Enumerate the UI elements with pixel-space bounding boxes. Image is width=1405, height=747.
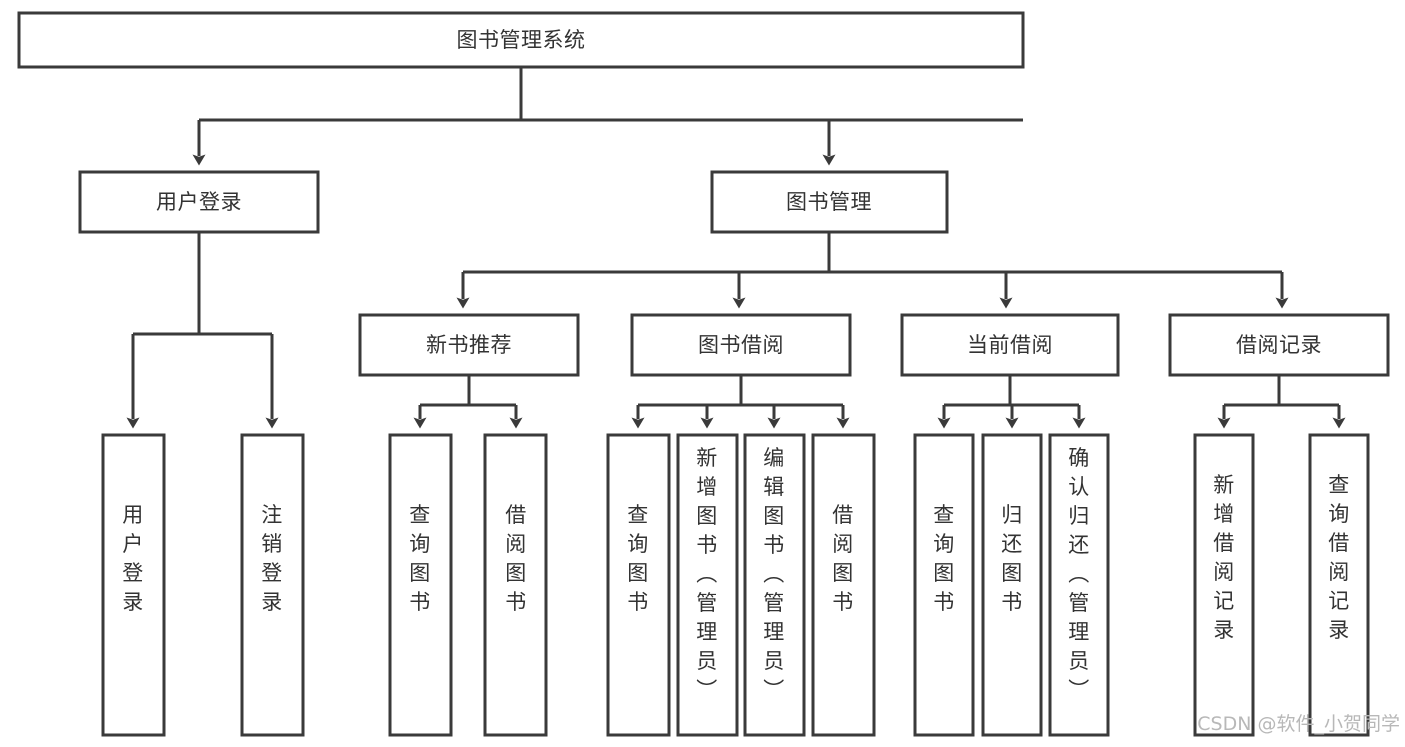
connector-root-to-level2 [192, 67, 1023, 166]
node-leaf-query-book-3-box[interactable] [913, 433, 975, 737]
node-leaf-edit-book-label: 编辑图书︵管理员︶ [763, 446, 785, 702]
node-leaf-edit-book[interactable]: 编辑图书︵管理员︶ [743, 433, 806, 737]
node-root-box[interactable] [17, 11, 1025, 69]
node-leaf-edit-book-box[interactable] [743, 433, 806, 737]
node-leaf-borrow-book-1-label: 借阅图书 [505, 503, 527, 614]
node-current-borrow-label: 当前借阅 [967, 333, 1053, 357]
connector-borrowrecord-to-leaves [1217, 375, 1346, 429]
node-root[interactable]: 图书管理系统 [17, 11, 1025, 69]
node-current-borrow-box[interactable] [900, 313, 1120, 377]
node-leaf-borrow-book-2-box[interactable] [811, 433, 876, 737]
node-leaf-confirm-return-box[interactable] [1048, 433, 1110, 737]
node-new-book-recommend[interactable]: 新书推荐 [358, 313, 580, 377]
node-book-borrow[interactable]: 图书借阅 [630, 313, 852, 377]
node-book-borrow-label: 图书借阅 [698, 333, 784, 357]
node-user-login-label: 用户登录 [156, 190, 242, 214]
connector-userlogin-to-leaves [126, 232, 279, 429]
node-leaf-add-record-label: 新增借阅记录 [1213, 473, 1235, 642]
node-leaf-add-book-box[interactable] [676, 433, 739, 737]
node-leaf-borrow-book-1[interactable]: 借阅图书 [483, 433, 548, 737]
node-leaf-query-book-1-box[interactable] [388, 433, 453, 737]
node-book-management[interactable]: 图书管理 [710, 170, 949, 234]
node-leaf-logout-label: 注销登录 [261, 503, 283, 614]
node-leaf-user-login[interactable]: 用户登录 [101, 433, 166, 737]
node-leaf-add-record-box[interactable] [1193, 433, 1255, 737]
node-new-book-recommend-box[interactable] [358, 313, 580, 377]
node-leaf-query-book-2-label: 查询图书 [627, 503, 649, 614]
node-borrow-record-label: 借阅记录 [1236, 333, 1322, 357]
node-book-management-label: 图书管理 [786, 190, 872, 214]
node-leaf-confirm-return-label: 确认归还︵管理员︶ [1068, 446, 1090, 702]
node-leaf-logout-box[interactable] [240, 433, 305, 737]
node-user-login[interactable]: 用户登录 [78, 170, 320, 234]
leaf-nodes-layer: 用户登录 注销登录 查询图书 借阅图书 查询图书 新增图书︵管理员︶ [101, 433, 1370, 737]
node-leaf-query-book-2-box[interactable] [606, 433, 671, 737]
node-leaf-user-login-box[interactable] [101, 433, 166, 737]
node-leaf-borrow-book-2[interactable]: 借阅图书 [811, 433, 876, 737]
node-leaf-user-login-label: 用户登录 [122, 503, 144, 614]
node-leaf-query-record-label: 查询借阅记录 [1328, 473, 1350, 642]
csdn-watermark: CSDN @软件_小贺同学 [1197, 713, 1400, 735]
node-leaf-confirm-return[interactable]: 确认归还︵管理员︶ [1048, 433, 1110, 737]
node-borrow-record[interactable]: 借阅记录 [1168, 313, 1390, 377]
node-book-borrow-box[interactable] [630, 313, 852, 377]
node-current-borrow[interactable]: 当前借阅 [900, 313, 1120, 377]
node-user-login-box[interactable] [78, 170, 320, 234]
connector-currentborrow-to-leaves [937, 375, 1086, 429]
node-borrow-record-box[interactable] [1168, 313, 1390, 377]
node-leaf-return-book[interactable]: 归还图书 [981, 433, 1043, 737]
node-leaf-logout[interactable]: 注销登录 [240, 433, 305, 737]
connector-bookborrow-to-leaves [631, 375, 850, 429]
node-leaf-query-record[interactable]: 查询借阅记录 [1308, 433, 1370, 737]
node-leaf-query-book-3[interactable]: 查询图书 [913, 433, 975, 737]
node-book-management-box[interactable] [710, 170, 949, 234]
node-leaf-add-record[interactable]: 新增借阅记录 [1193, 433, 1255, 737]
connector-bookmanagement-to-level3 [456, 232, 1289, 309]
node-leaf-borrow-book-2-label: 借阅图书 [832, 503, 854, 614]
node-leaf-return-book-label: 归还图书 [1001, 503, 1023, 614]
node-leaf-query-book-3-label: 查询图书 [933, 503, 955, 614]
node-new-book-recommend-label: 新书推荐 [426, 333, 512, 357]
node-leaf-return-book-box[interactable] [981, 433, 1043, 737]
node-leaf-add-book[interactable]: 新增图书︵管理员︶ [676, 433, 739, 737]
connectors-layer [126, 67, 1346, 429]
node-leaf-query-book-1-label: 查询图书 [409, 503, 431, 614]
node-leaf-query-book-2[interactable]: 查询图书 [606, 433, 671, 737]
node-root-label: 图书管理系统 [457, 28, 586, 52]
connector-newbook-to-leaves [413, 375, 523, 429]
node-leaf-add-book-label: 新增图书︵管理员︶ [696, 446, 718, 702]
node-leaf-query-record-box[interactable] [1308, 433, 1370, 737]
node-leaf-borrow-book-1-box[interactable] [483, 433, 548, 737]
node-leaf-query-book-1[interactable]: 查询图书 [388, 433, 453, 737]
